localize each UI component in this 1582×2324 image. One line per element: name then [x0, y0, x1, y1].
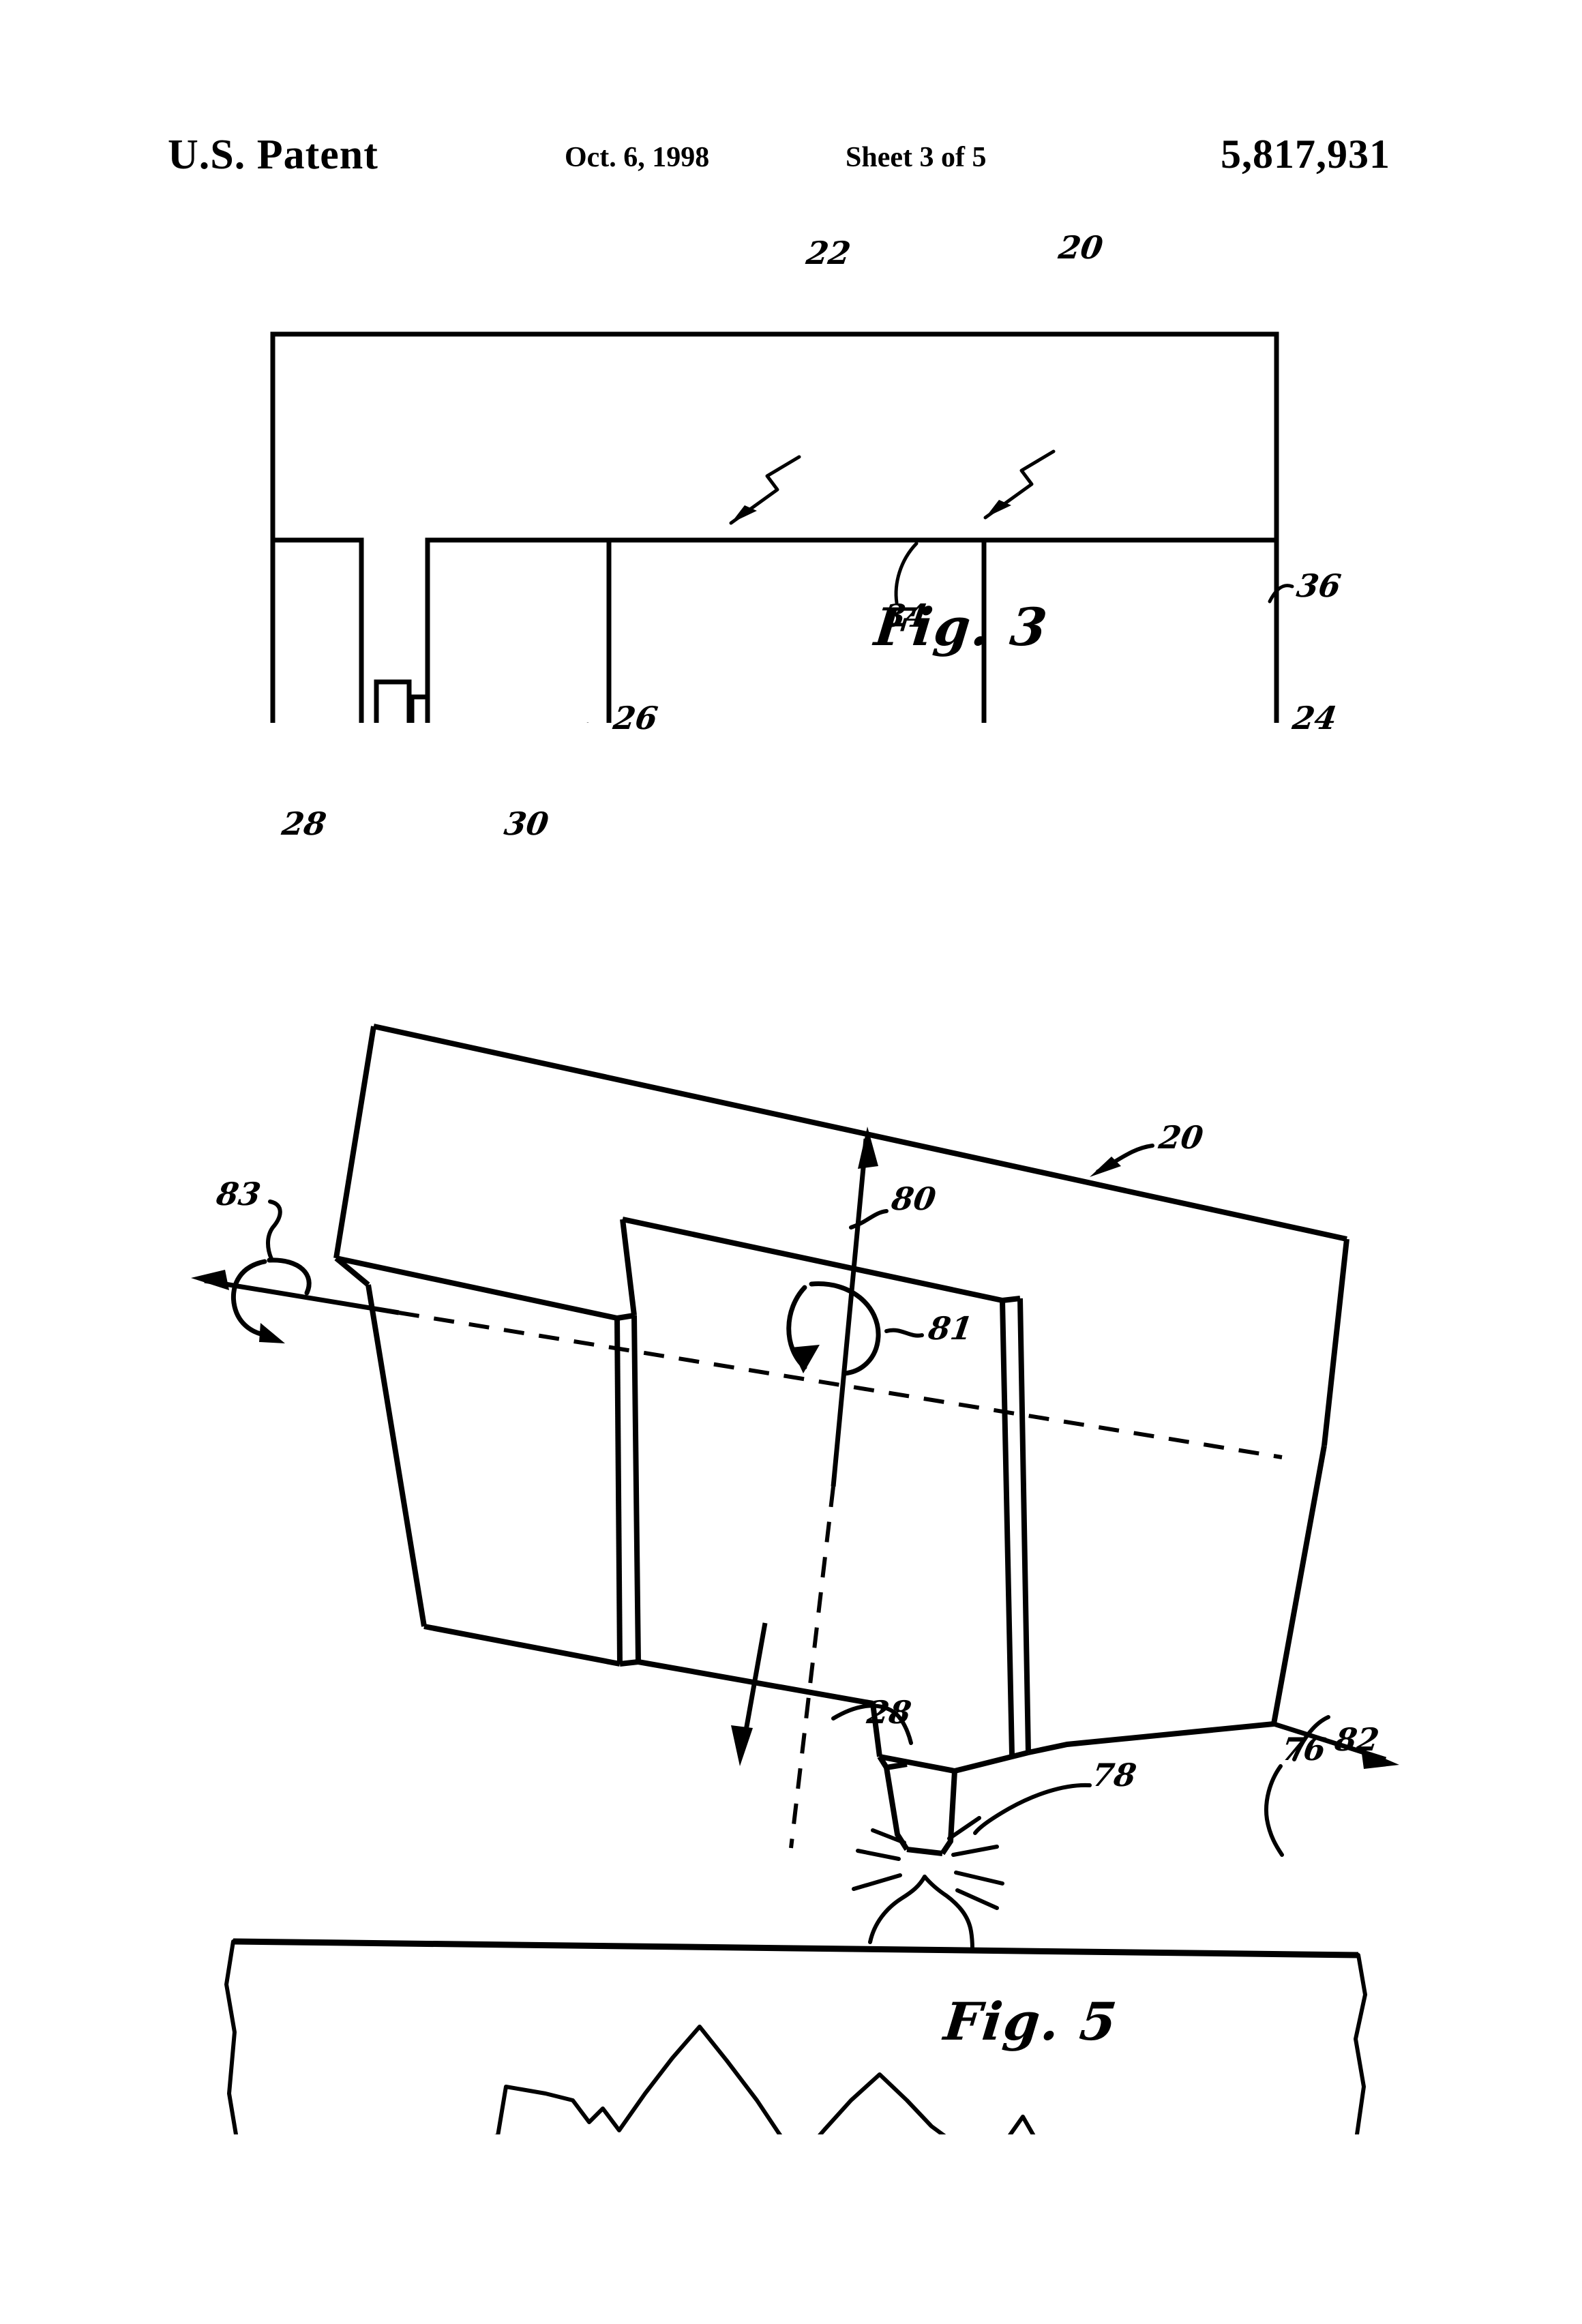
fig5-axis-83-arrowhead	[191, 1270, 229, 1290]
fig5-tip-bottom	[906, 1847, 943, 1856]
fig5-left-block-corner	[334, 1255, 370, 1287]
fig5-tip-right-face	[940, 1770, 957, 1856]
fig5-contact-pileup-right	[923, 1875, 974, 1951]
fig5-rotation-81-arrowhead	[791, 1345, 820, 1373]
fig5-right-far-edge	[1322, 1238, 1349, 1446]
fig5-burst-ray-7	[955, 1888, 999, 1910]
fig5-hidden-edge-long	[398, 1311, 1283, 1459]
figure-3-drawing	[270, 331, 1294, 723]
fig5-right-skirt-edge	[1271, 1445, 1327, 1725]
ref-36-fig3: 36	[1294, 567, 1343, 604]
ref-20-fig5: 20	[1156, 1119, 1206, 1156]
fig5-burst-ray-2	[856, 1849, 901, 1861]
fig3-leader-22	[729, 455, 801, 525]
fig5-probe-shank-left	[870, 1703, 882, 1757]
ref-83-fig5: 83	[214, 1176, 263, 1212]
figure-5: 80 20 81 83 82 28 78 76 Fig. 5	[0, 941, 1582, 2134]
fig5-leader-80	[849, 1209, 889, 1230]
fig5-leader-28	[831, 1703, 913, 1745]
ref-76-fig5: 76	[1279, 1731, 1328, 1768]
fig3-pedestal-26	[425, 537, 612, 723]
fig5-probe-shelf-right	[954, 1750, 1029, 1774]
fig5-tip-top-bevel	[886, 1761, 908, 1770]
patent-date: Oct. 6, 1998	[565, 142, 710, 173]
fig3-leader-34	[894, 541, 919, 605]
ref-30-fig3: 30	[502, 805, 551, 842]
page-header: U.S. Patent Oct. 6, 1998 Sheet 3 of 5 5,…	[0, 134, 1582, 188]
figure-5-caption: Fig. 5	[941, 1991, 1121, 2052]
figure-3: 22 20 36 26 34 24 28 30 Fig. 3	[0, 205, 1582, 842]
fig5-substrate-break-line	[494, 2025, 1036, 2134]
fig5-substrate-left-edge	[224, 1939, 239, 2134]
fig5-burst-ray-6	[954, 1871, 1004, 1886]
fig5-rotation-arc-83-left	[230, 1259, 274, 1338]
fig3-pedestal-24	[981, 537, 1279, 723]
fig5-burst-ray-5	[951, 1845, 999, 1857]
fig5-top-back-edge	[373, 1024, 1347, 1242]
ref-26-fig3: 26	[611, 700, 660, 736]
figure-5-drawing	[191, 1024, 1399, 2134]
fig5-rotation-83-arrowhead	[259, 1323, 285, 1343]
fig5-rotation-arc-83-top	[267, 1257, 312, 1296]
fig3-arrowhead-22	[731, 505, 757, 523]
fig5-axis-80-arrowhead	[858, 1127, 878, 1169]
fig3-leader-36	[1268, 584, 1294, 604]
ref-20-fig3: 20	[1056, 229, 1105, 266]
fig5-leader-83	[266, 1200, 282, 1261]
fig5-front-top-edge-left	[335, 1255, 618, 1321]
ref-80-fig5: 80	[889, 1180, 938, 1217]
fig5-leader-20-arrowhead	[1090, 1157, 1121, 1177]
fig5-gap-wall-top	[616, 1313, 635, 1321]
patent-office-label: U.S. Patent	[168, 132, 378, 178]
fig5-right-skirt-bottom	[1028, 1721, 1274, 1755]
ref-22-fig3: 22	[804, 235, 853, 271]
fig5-leader-76	[1264, 1764, 1284, 1857]
sheet-number: Sheet 3 of 5	[846, 142, 987, 173]
fig5-burst-ray-3	[852, 1873, 902, 1891]
ref-78-fig5: 78	[1090, 1757, 1139, 1793]
fig5-left-block-bottom	[423, 1624, 621, 1667]
fig5-substrate-top-surface	[233, 1938, 1359, 1958]
ref-28-fig5: 28	[865, 1694, 914, 1731]
fig5-center-block-top-edge	[622, 1217, 1003, 1303]
fig3-pedestal-left	[270, 537, 364, 723]
ref-24-fig3: 24	[1290, 700, 1339, 736]
ref-28-fig3: 28	[280, 805, 329, 842]
fig3-body-outline-upper	[270, 331, 1279, 543]
fig5-substrate-right-edge	[1354, 1953, 1367, 2134]
fig5-down-arrow-head	[731, 1725, 753, 1766]
ref-81-fig5: 81	[926, 1310, 975, 1347]
fig5-axis-80-line	[831, 1138, 869, 1487]
fig5-leader-78	[973, 1783, 1092, 1835]
fig5-center-block-right-edge	[1017, 1298, 1031, 1753]
fig5-left-block-right-edge	[614, 1317, 623, 1665]
fig5-down-arrow-line	[741, 1622, 768, 1746]
fig5-gap-wall-right	[631, 1315, 641, 1663]
fig3-arrowhead-20	[985, 500, 1011, 518]
fig5-axis-82-arrowhead	[1361, 1748, 1399, 1769]
fig5-leader-81	[884, 1328, 924, 1338]
patent-number: 5,817,931	[1221, 132, 1390, 177]
fig3-leader-20	[983, 449, 1056, 520]
fig5-top-left-edge	[333, 1026, 376, 1259]
fig5-axis-80-dashed	[789, 1486, 835, 1849]
fig5-contact-pileup-left	[868, 1875, 927, 1944]
fig5-left-block-left-edge	[365, 1284, 427, 1627]
fig5-center-block-riser	[620, 1219, 637, 1316]
fig5-burst-ray-1	[871, 1828, 906, 1845]
figure-3-caption: Fig. 3	[871, 597, 1051, 657]
fig5-gap-wall-bottom	[619, 1659, 639, 1667]
fig5-leader-82	[1292, 1715, 1330, 1761]
ref-82-fig5: 82	[1332, 1721, 1382, 1758]
fig5-burst-ray-4	[947, 1816, 981, 1841]
fig5-center-block-right-edge-2	[1000, 1300, 1015, 1755]
fig5-probe-shelf	[879, 1754, 955, 1774]
fig5-rotation-arc-81-right	[809, 1281, 881, 1376]
fig5-center-block-top-right	[1002, 1296, 1021, 1303]
